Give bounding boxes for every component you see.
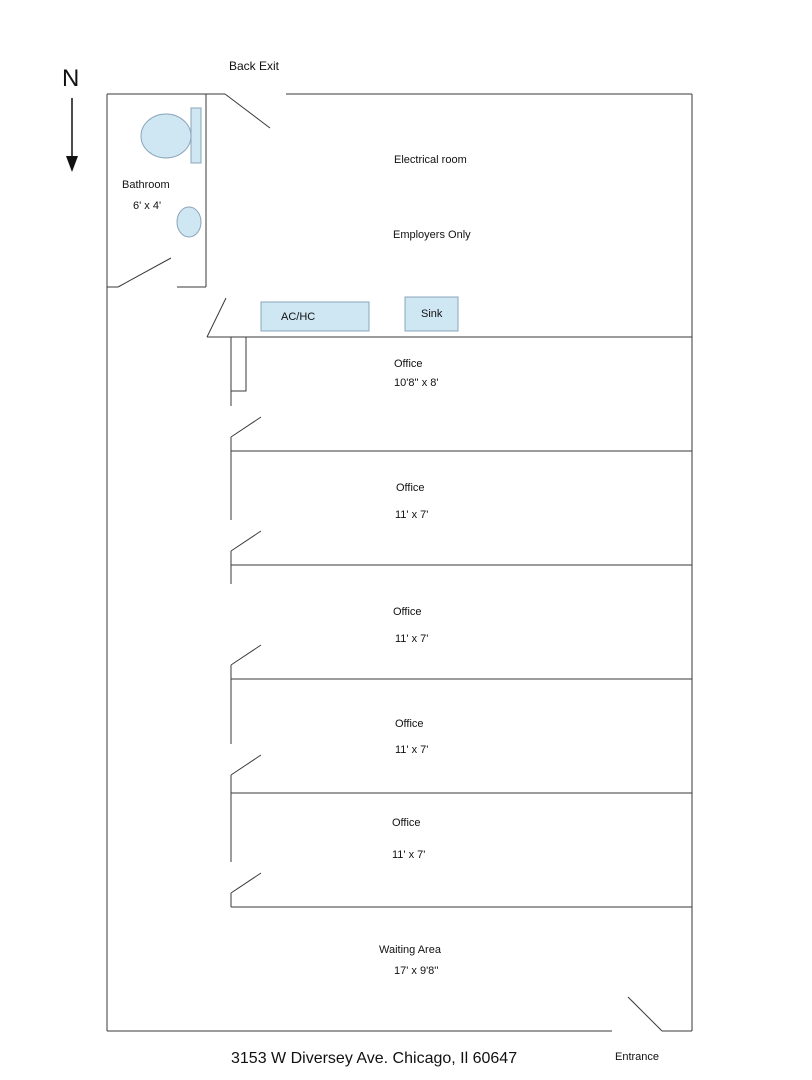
electrical-door xyxy=(206,297,227,338)
entrance-door xyxy=(627,996,663,1032)
ac-unit xyxy=(260,301,370,332)
electrical-room: Electrical room Employers Only AC/HC Sin… xyxy=(206,154,692,338)
toilet-icon xyxy=(140,113,192,159)
bathroom-door xyxy=(117,257,172,288)
office-1: Office 10'8'' x 8' xyxy=(394,358,438,389)
office-3-size: 11' x 7' xyxy=(395,633,428,645)
office-5-size: 11' x 7' xyxy=(392,849,425,861)
office-5-name: Office xyxy=(392,817,421,829)
office-2-size: 11' x 7' xyxy=(395,509,428,521)
office-3-name: Office xyxy=(393,606,422,618)
north-arrow-icon xyxy=(66,98,78,172)
waiting-area: Waiting Area 17' x 9'8'' xyxy=(379,944,442,977)
electrical-room-name: Electrical room xyxy=(394,154,467,166)
office-1-name: Office xyxy=(394,358,423,370)
toilet-tank-icon xyxy=(190,107,202,164)
waiting-area-name: Waiting Area xyxy=(379,944,442,956)
back-exit-label: Back Exit xyxy=(229,59,280,73)
office-2: Office 11' x 7' xyxy=(395,482,428,521)
electrical-room-note: Employers Only xyxy=(393,229,471,241)
sink-label: Sink xyxy=(421,308,443,320)
office-3: Office 11' x 7' xyxy=(393,606,428,645)
entrance-label: Entrance xyxy=(615,1051,659,1063)
ac-label: AC/HC xyxy=(281,311,315,323)
office-4-name: Office xyxy=(395,718,424,730)
office-4-size: 11' x 7' xyxy=(395,744,428,756)
corridor-walls xyxy=(230,336,692,908)
office-2-name: Office xyxy=(396,482,425,494)
bathroom: Bathroom 6' x 4' xyxy=(107,94,207,288)
bathroom-size: 6' x 4' xyxy=(133,200,161,212)
office-1-size: 10'8'' x 8' xyxy=(394,377,438,389)
waiting-area-size: 17' x 9'8'' xyxy=(394,965,438,977)
bathroom-sink-icon xyxy=(176,206,202,238)
office-5: Office 11' x 7' xyxy=(392,817,425,861)
north-label: N xyxy=(62,65,79,92)
outer-walls xyxy=(106,93,693,1032)
address: 3153 W Diversey Ave. Chicago, Il 60647 xyxy=(231,1050,517,1067)
back-exit-door xyxy=(224,93,271,129)
office-4: Office 11' x 7' xyxy=(395,718,428,756)
bathroom-name: Bathroom xyxy=(122,179,170,191)
sink-unit xyxy=(404,296,459,332)
